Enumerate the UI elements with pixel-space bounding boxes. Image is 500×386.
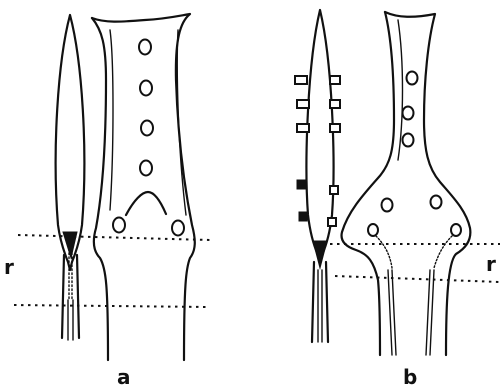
pore-b-3 — [403, 134, 414, 147]
pore-a-2 — [140, 81, 152, 96]
panel-label-b: b — [403, 365, 417, 386]
pore-b-5 — [431, 196, 442, 209]
panel-b-side-view — [295, 10, 340, 342]
pore-b-1 — [407, 72, 418, 85]
pore-a-1 — [139, 40, 151, 55]
pore-a-6 — [172, 221, 184, 236]
pore-b-6 — [368, 224, 378, 236]
pore-b-2 — [403, 107, 414, 120]
region-a-lower-line — [14, 305, 208, 307]
pore-b-7 — [451, 224, 461, 236]
region-b-lower-line — [335, 276, 500, 282]
panel-a — [14, 14, 210, 360]
pore-b-4 — [382, 199, 393, 212]
panel-a-side-view — [56, 15, 85, 340]
pore-a-4 — [140, 161, 152, 176]
pore-a-5 — [113, 218, 125, 233]
panel-a-front-view — [92, 14, 195, 360]
panel-b-front-view — [342, 12, 471, 355]
pore-a-3 — [141, 121, 153, 136]
region-a-upper-line — [18, 235, 210, 240]
region-label-left: r — [4, 255, 14, 279]
region-label-right: r — [486, 252, 496, 276]
panel-label-a: a — [117, 365, 131, 386]
panel-b — [295, 10, 500, 355]
